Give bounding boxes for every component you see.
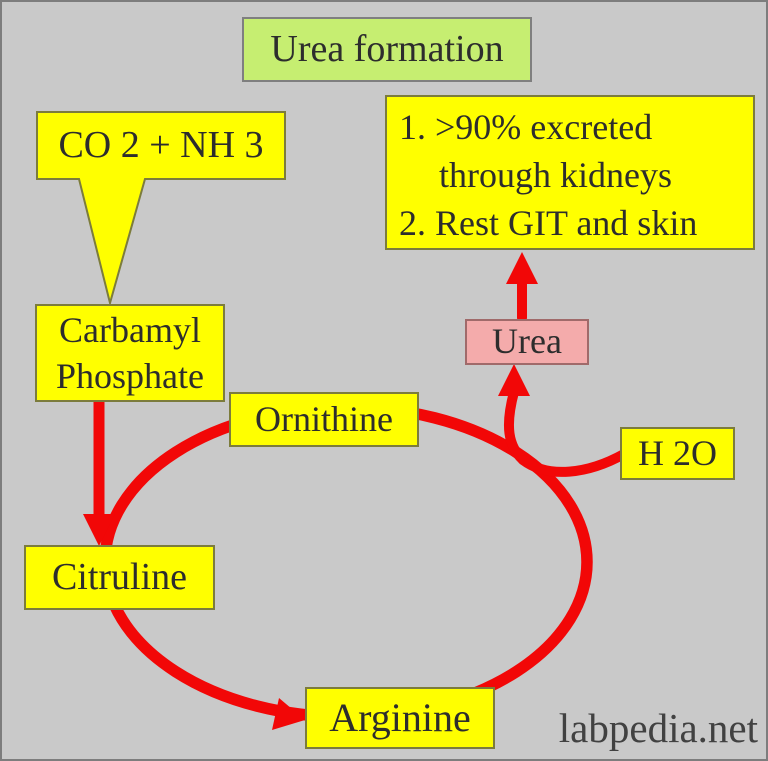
h2o-connector: [518, 449, 629, 477]
excretion-line3: 2. Rest GIT and skin: [399, 203, 698, 243]
arginine-box: Arginine: [305, 687, 495, 749]
arrow-cycle-to-urea-shaft: [504, 387, 528, 465]
h2o-box: H 2O: [620, 427, 735, 480]
urea-text: Urea: [492, 321, 562, 362]
arrow-heads: [83, 252, 538, 730]
carbamyl-phosphate-box: Carbamyl Phosphate: [35, 304, 225, 402]
watermark-text: labpedia.net: [558, 705, 758, 751]
arrowhead-into-arginine: [272, 698, 305, 730]
h2o-text: H 2O: [638, 432, 717, 473]
co2-nh3-label: CO 2 + NH 3: [37, 112, 285, 179]
urea-box: Urea: [465, 319, 589, 365]
citruline-box: Citruline: [24, 545, 215, 610]
carbamyl-line1: Carbamyl: [59, 310, 201, 350]
co2-callout-shape: [36, 111, 286, 307]
arginine-text: Arginine: [329, 695, 471, 740]
arrowhead-into-excretion: [506, 252, 538, 284]
arrowhead-into-citruline: [83, 514, 115, 546]
watermark: labpedia.net: [559, 704, 758, 752]
excretion-line2: through kidneys: [439, 155, 672, 195]
diagram-title: Urea formation: [270, 27, 504, 70]
excretion-line1: 1. >90% excreted: [399, 107, 653, 147]
citruline-text: Citruline: [51, 555, 188, 598]
excretion-box: 1. >90% excreted through kidneys 2. Rest…: [385, 95, 755, 250]
carbamyl-line2: Phosphate: [56, 356, 204, 396]
arrowhead-into-urea: [498, 364, 530, 396]
ornithine-box: Ornithine: [229, 392, 419, 447]
ornithine-text: Ornithine: [255, 398, 393, 439]
title-box: Urea formation: [242, 17, 532, 82]
co2-nh3-text: CO 2 + NH 3: [58, 123, 264, 166]
